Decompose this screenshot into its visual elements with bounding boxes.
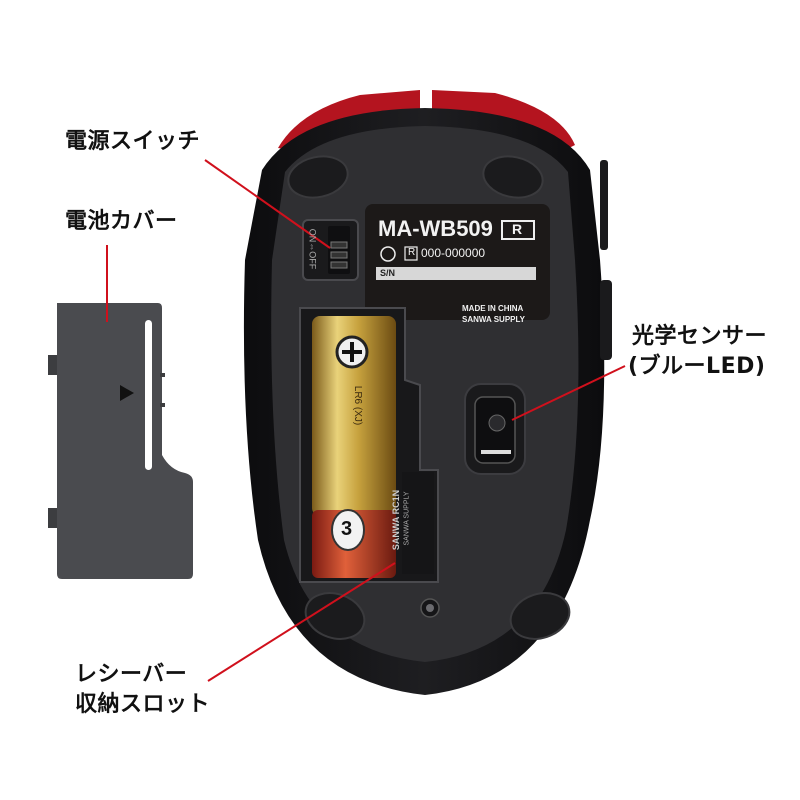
- cert-number: 000-000000: [421, 246, 486, 260]
- label-plate: [365, 204, 550, 320]
- brand-text: SANWA SUPPLY: [462, 315, 525, 324]
- model-number: MA-WB509: [378, 216, 493, 241]
- color-code: R: [512, 221, 523, 237]
- callout-power-switch: 電源スイッチ: [65, 129, 201, 154]
- callout-receiver-slot-sub: 収納スロット: [75, 692, 211, 717]
- battery-cover-shape: [57, 303, 193, 579]
- callout-optical-sensor-sub: (ブルーLED): [628, 354, 766, 379]
- serial-label: S/N: [380, 268, 396, 278]
- battery-type-text: LR6 (XJ): [352, 385, 364, 426]
- callout-receiver-slot: レシーバー: [75, 662, 188, 687]
- callout-optical-sensor: 光学センサー: [632, 324, 768, 349]
- receiver-brand-text: SANWA SUPPLY: [403, 491, 411, 546]
- callout-battery-cover: 電池カバー: [65, 209, 178, 234]
- receiver-dongle: [402, 472, 434, 574]
- origin-text: MADE IN CHINA: [462, 304, 524, 313]
- switch-on-off-text: ON⇔OFF: [307, 228, 318, 270]
- cert-mark: R: [408, 247, 416, 258]
- callout-lines: [106, 159, 626, 682]
- battery: [312, 316, 396, 516]
- battery-size-badge: 3: [341, 518, 353, 540]
- receiver-model-text: SANWA RC1N: [391, 489, 402, 551]
